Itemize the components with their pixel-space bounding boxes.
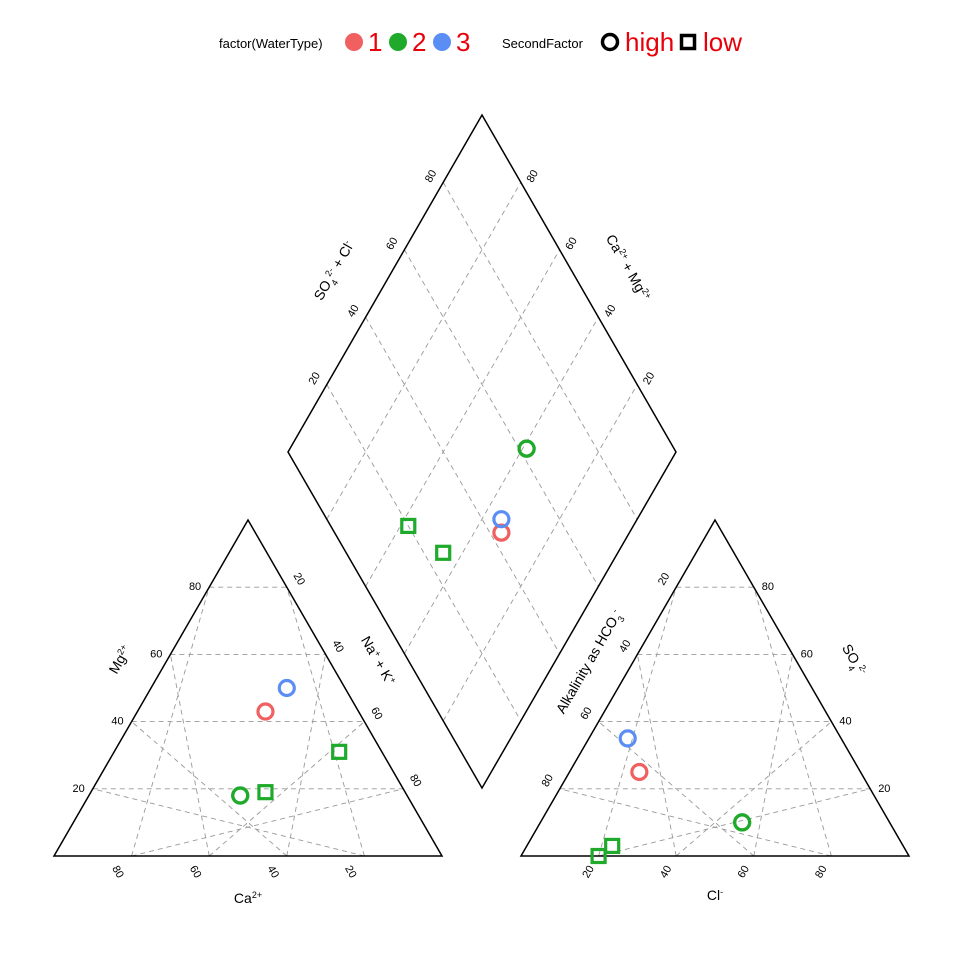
diamond-point-sample-3-high [492, 510, 511, 529]
data-points [231, 439, 752, 865]
anion-cl-tick: 80 [813, 864, 830, 881]
anion-cl-tick: 60 [736, 864, 753, 881]
cation-mg-tick: 80 [189, 581, 201, 593]
anion-cl-tick: 20 [580, 864, 597, 881]
cation-mg-tick: 60 [150, 648, 162, 660]
diamond-point-sample-2-low [400, 517, 417, 535]
legend-shape-label: low [703, 27, 742, 57]
diamond-camg-tick: 20 [641, 370, 658, 387]
cation-point-sample-2-low [257, 784, 274, 801]
anion-grid-line [559, 788, 832, 857]
legend-color-title: factor(WaterType) [219, 36, 323, 51]
anion-cl-axis-label: Cl- [707, 887, 723, 903]
anion-point-sample-1-high [630, 762, 649, 782]
cation-nak-tick: 80 [407, 772, 424, 789]
legend-shape-title: SecondFactor [502, 36, 584, 51]
diamond-so4cl-tick: 20 [307, 370, 324, 387]
anion-so4-axis-label: SO42- [836, 641, 870, 680]
diamond-grid-line [404, 316, 599, 654]
anion-point-sample-3-high [618, 729, 637, 748]
anion-hco3-tick: 60 [578, 705, 595, 722]
cation-nak-axis-label: Na+ + K+ [358, 633, 399, 688]
diamond-grid-line [365, 249, 560, 587]
cation-mg-axis-label: Mg2+ [105, 643, 134, 677]
cation-triangle-frame [52, 518, 444, 857]
cation-ca-axis-label: Ca2+ [234, 890, 262, 906]
cation-ca-tick: 60 [187, 864, 204, 881]
cation-point-sample-3-high [277, 678, 296, 698]
legend-color-swatch [345, 33, 363, 51]
diamond-so4cl-axis-label: SO42- + Cl- [310, 238, 360, 305]
diamond-grid-line [442, 384, 638, 722]
anion-triangle-frame [519, 518, 911, 857]
diamond-grid-line [442, 182, 638, 520]
cation-ca-tick: 40 [265, 864, 282, 881]
diamond-so4cl-tick: 60 [384, 235, 401, 252]
cation-grid-line [286, 587, 365, 857]
anion-grid-line [753, 654, 794, 857]
anion-so4-tick: 80 [762, 581, 774, 593]
cation-mg-tick: 40 [111, 716, 123, 728]
diamond-so4cl-tick: 40 [345, 303, 362, 320]
cation-grid-line [92, 788, 365, 857]
tick-labels: 20 40 60 80 80 60 40 20 20 40 60 80 20 40 60 80 20 40 60 80… [73, 168, 891, 880]
diamond-camg-axis-label: Ca2+ + Mg2+ [603, 232, 654, 304]
cation-point-sample-1-high [256, 702, 275, 721]
cation-ca-tick: 80 [109, 864, 126, 881]
cation-point-sample-2-low [331, 743, 348, 760]
cation-nak-tick: 40 [329, 638, 346, 655]
anion-so4-tick: 40 [839, 716, 851, 728]
legend-circle-icon [600, 32, 620, 52]
anion-point-sample-2-low [590, 847, 607, 865]
legend-color-swatch [433, 33, 451, 51]
cation-grid-line [286, 654, 327, 857]
diamond-frame [287, 113, 677, 790]
plot-frames [52, 113, 911, 857]
legend-color-label: 3 [456, 27, 470, 57]
cation-nak-tick: 60 [368, 705, 385, 722]
diamond-camg-tick: 80 [525, 168, 542, 185]
grid-lines [92, 182, 871, 857]
diamond-point-sample-2-high [517, 439, 536, 458]
diamond-grid-line [365, 316, 560, 654]
cation-grid-line [169, 654, 210, 857]
anion-hco3-tick: 20 [656, 571, 673, 588]
diamond-point-sample-2-low [435, 544, 452, 561]
anion-grid-line [675, 721, 832, 857]
anion-cl-tick: 40 [658, 864, 675, 881]
anion-hco3-axis-label: Alkalinity as HCO3- [553, 607, 629, 718]
diamond-grid-line [404, 249, 599, 587]
diamond-grid-line [326, 384, 522, 722]
anion-so4-tick: 60 [801, 648, 813, 660]
legend-color-label: 1 [368, 27, 382, 57]
anion-grid-line [636, 654, 677, 857]
diamond-grid-line [326, 182, 522, 520]
anion-point-sample-2-low [604, 837, 621, 855]
anion-point-sample-2-high [733, 813, 752, 832]
legend-shape-label: high [625, 27, 674, 57]
diamond-camg-tick: 60 [563, 235, 580, 252]
cation-ca-tick: 20 [342, 864, 359, 881]
diamond-camg-tick: 40 [602, 303, 619, 320]
cation-grid-line [131, 788, 404, 857]
anion-grid-line [753, 587, 832, 857]
legend-square-icon [679, 33, 697, 51]
cation-nak-tick: 20 [291, 571, 308, 588]
cation-point-sample-2-high [231, 786, 250, 805]
legend-color-swatch [389, 33, 407, 51]
anion-hco3-tick: 40 [617, 638, 634, 655]
legend-color-label: 2 [412, 27, 426, 57]
cation-grid-line [131, 721, 288, 857]
cation-mg-tick: 20 [73, 783, 85, 795]
anion-so4-tick: 20 [878, 783, 890, 795]
diamond-so4cl-tick: 80 [423, 168, 440, 185]
anion-hco3-tick: 80 [540, 772, 557, 789]
